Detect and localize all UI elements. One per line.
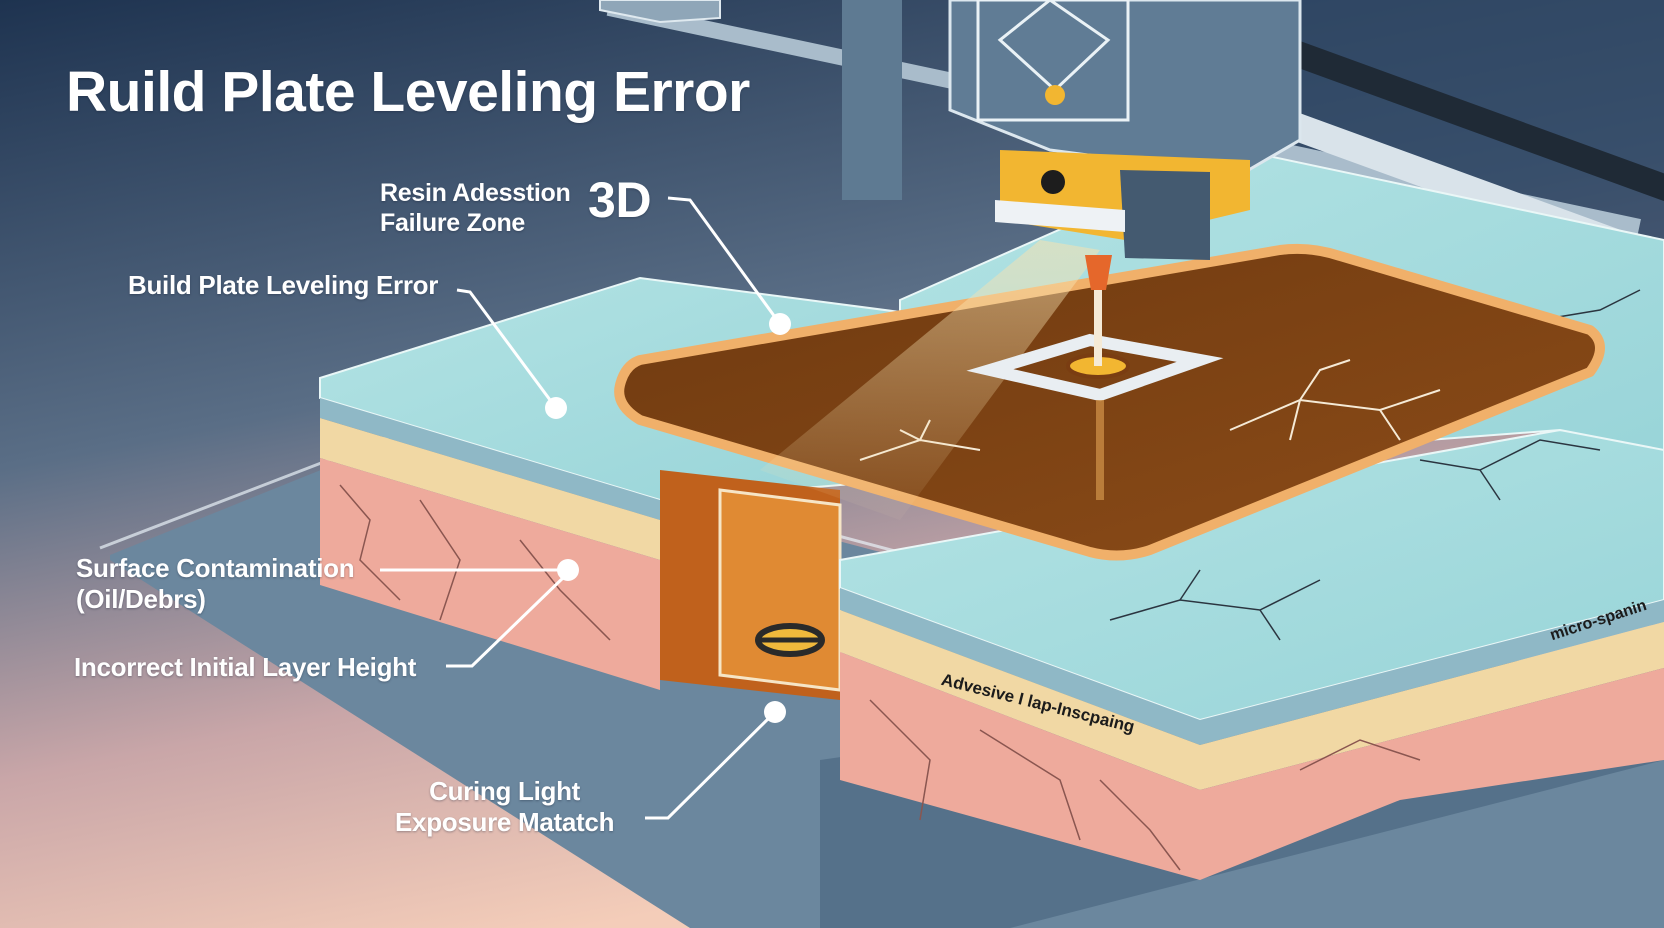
callout-curing-light: Curing Light Exposure Matatch [395,776,614,838]
left-layer-pink [320,458,660,690]
nozzle-lens [1041,170,1065,194]
crack-right-1 [869,699,931,821]
crack-left [339,484,401,601]
nozzle-housing-dark [1120,170,1210,260]
callout-build-plate: Build Plate Leveling Error [128,270,439,300]
crack-right-3 [1099,779,1181,871]
gap-window [718,488,842,692]
rail-dark [1264,33,1664,202]
curing-light-beam [760,240,1100,520]
build-square [966,333,1224,402]
right-layer-blue [840,588,1664,745]
right-layer-cream [840,610,1664,790]
leader-endpoints [545,313,791,723]
leader-lines [380,196,782,820]
crack-left-2 [419,499,461,621]
callout-3d-badge: 3D [588,172,652,228]
callout-resin-line2: Failure Zone [380,209,526,237]
nozzle-tip [1085,255,1112,290]
nozzle-collar [995,200,1125,232]
callout-resin-line1: Resin Adesstion [380,179,571,207]
callout-curing-line1: Curing Light [429,776,581,806]
callout-layer-height: Incorrect Initial Layer Height [74,652,417,682]
callout-curing-line2: Exposure Matatch [395,807,615,838]
callout-surface-line2: (Oil/Debrs) [76,584,206,615]
crack-left-3 [519,539,611,641]
left-layer-blue [320,398,660,520]
gantry-bracket [599,0,721,24]
crack-right-2 [979,729,1081,841]
callout-surface-line1: Surface Contamination [76,553,355,583]
callout-surface-contamination: Surface Contamination (Oil/Debrs) [76,553,355,615]
callout-resin-adhesion: Resin Adesstion Failure Zone [380,178,571,238]
right-layer-pink [840,652,1664,880]
page-title: Ruild Plate Leveling Error [66,60,750,124]
print-head-panel [976,0,1130,122]
print-head-dot [1045,85,1065,105]
left-layer-cream [320,418,660,560]
crack-right-4 [1299,739,1421,771]
gantry-post [842,0,902,200]
